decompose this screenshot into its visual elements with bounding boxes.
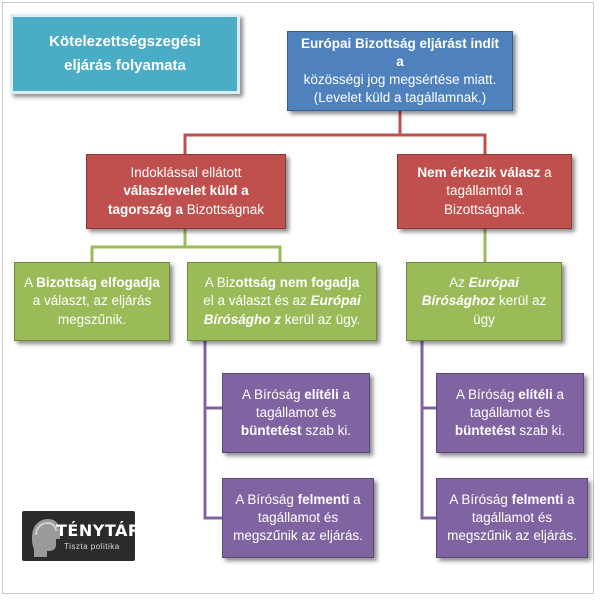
node-court-convicts-left: A Bíróság elítéli a tagállamot és büntet… [222,373,370,453]
reject-line-2-em: Európai [310,293,361,309]
acquit-left-line-2: tagállamot és [257,509,339,525]
reject-line-1-bold: ottság nem fogadja [235,275,360,291]
left-branch-line-2: válaszlevelet küld a [123,183,249,199]
reject-line-3: Bíróságho z kerül az ügy. [203,311,361,329]
left-branch-line-3-bold: tagország a [107,201,183,217]
left-branch-line-3: tagország a Bizottságnak [108,201,264,219]
left-branch-line-1: Indoklással ellátott [130,165,242,181]
logo-name: TÉNYTÁR [56,521,141,540]
acquit-right-line-1-pre: A Bíróság [449,491,512,507]
root-line-1: Európai Bizottság eljárást indít a [300,35,500,69]
right-branch-line-1-bold: Nem érkezik válasz [417,165,541,181]
convict-right-line-1-bold: elítéli [518,386,553,402]
court-right-line-2-em: Bírósághoz [421,293,496,309]
node-member-state-replies: Indoklással ellátott válaszlevelet küld … [86,154,286,229]
acquit-right-line-3: megszűnik az eljárás. [447,528,577,544]
root-line-2: közösségi jog megsértése miatt. [303,72,497,87]
node-court-convicts-right: A Bíróság elítéli a tagállamot és büntet… [436,373,584,453]
court-right-line-1: Az Európai [422,274,547,292]
accept-line-1-bold: Bizottság elfogadja [36,275,160,291]
acquit-right-line-1-post: a [563,491,575,507]
acquit-left-line-1-pre: A Bíróság [235,491,298,507]
accept-line-2: a választ, az eljárás [32,293,152,309]
accept-line-3: megszűnik. [57,311,127,327]
convict-right-line-2: tagállamot és [469,404,551,420]
convict-left-line-1-pre: A Bíróság [241,386,305,402]
node-no-reply: Nem érkezik válasz a tagállamtól a Bizot… [397,154,572,229]
logo-tagline: Tiszta politika [64,542,120,551]
convict-right-line-3-rest: szab ki. [515,423,566,439]
acquit-right-line-1: A Bíróság felmenti a [447,491,577,509]
node-court-acquits-right: A Bíróság felmenti a tagállamot és megsz… [436,478,588,558]
head-silhouette-icon [32,519,60,557]
reject-line-2: el a választ és az Európai [203,292,361,310]
connector-left-reject [185,245,282,262]
convict-right-line-1-post: a [552,386,565,402]
reject-line-3-em: Bíróságho z [203,311,281,327]
node-case-to-court: Az Európai Bírósághoz kerül az ügy [406,262,562,341]
convict-right-line-1: A Bíróság elítéli a [455,386,565,404]
node-commission-starts-procedure: Európai Bizottság eljárást indít a közös… [287,31,513,111]
left-branch-line-3-rest: Bizottságnak [182,201,265,217]
connector-root-branches [183,111,402,154]
reject-line-3-rest: kerül az ügy. [280,311,361,327]
acquit-right-line-2: tagállamot és [471,509,553,525]
accept-line-1-pre: A [24,275,37,291]
right-branch-line-2: tagállamtól a [446,183,523,199]
convict-left-line-3: büntetést szab ki. [241,422,351,440]
diagram-title: Kötelezettségszegési eljárás folyamata [10,14,240,94]
acquit-left-line-1: A Bíróság felmenti a [233,491,363,509]
reject-line-1: A Bizottság nem fogadja [203,274,361,292]
reject-line-2-pre: el a választ és az [203,293,311,309]
connector-reject-decisions [203,341,222,520]
node-commission-accepts: A Bizottság elfogadja a választ, az eljá… [14,262,170,341]
node-court-acquits-left: A Bíróság felmenti a tagállamot és megsz… [222,478,374,558]
node-commission-rejects: A Bizottság nem fogadja el a választ és … [187,262,377,341]
root-line-3: (Levelet küld a tagállamnak.) [313,90,487,106]
right-branch-line-1: Nem érkezik válasz a [417,164,551,182]
court-right-line-1-em: Európai [468,275,519,291]
convict-left-line-3-bold: büntetést [240,423,302,439]
convict-left-line-1: A Bíróság elítéli a [241,386,351,404]
connector-left-outcomes [90,229,187,262]
convict-right-line-3: büntetést szab ki. [455,422,565,440]
connector-court-decisions [420,341,436,520]
connector-root-right [400,133,487,154]
tenytar-logo: TÉNYTÁR Tiszta politika [22,511,140,561]
court-right-line-1-pre: Az [449,275,469,291]
convict-right-line-1-pre: A Bíróság [455,386,519,402]
acquit-left-line-3: megszűnik az eljárás. [233,528,363,544]
court-right-line-3: ügy [473,311,495,327]
right-branch-line-3: Bizottságnak. [443,201,526,217]
acquit-left-line-1-bold: felmenti [297,491,350,507]
diagram-frame [2,2,594,594]
convict-left-line-1-bold: elítéli [304,386,339,402]
title-line-2: eljárás folyamata [64,57,186,74]
right-branch-line-1-rest: a [540,165,552,181]
convict-left-line-1-post: a [338,386,351,402]
reject-line-1-pre: A Biz [204,275,236,291]
acquit-right-line-1-bold: felmenti [511,491,564,507]
court-right-line-2-rest: kerül az [495,293,547,309]
convict-right-line-3-bold: büntetést [454,423,516,439]
convict-left-line-2: tagállamot és [255,404,337,420]
convict-left-line-3-rest: szab ki. [301,423,352,439]
acquit-left-line-1-post: a [349,491,361,507]
title-line-1: Kötelezettségszegési [49,33,201,50]
accept-line-1: A Bizottság elfogadja [24,274,160,292]
court-right-line-2: Bírósághoz kerül az [422,292,547,310]
